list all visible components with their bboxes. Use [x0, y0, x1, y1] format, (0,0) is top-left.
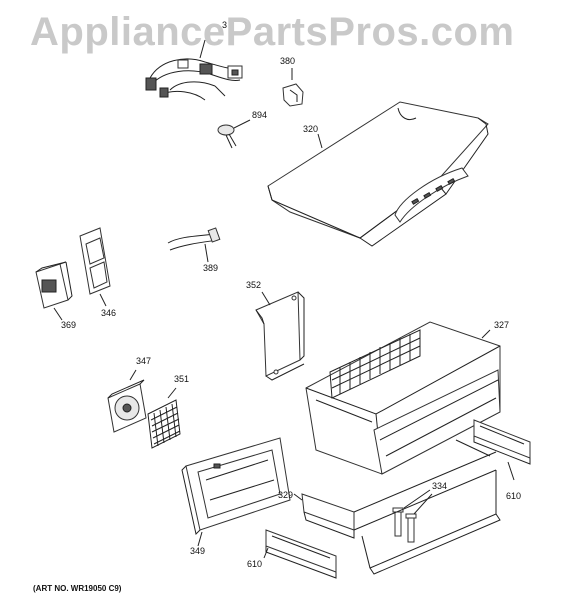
- part-349-frame: [181, 437, 291, 547]
- part-327-drawer: [305, 321, 501, 475]
- part-380-clip: [282, 68, 304, 107]
- callout-369: 369: [61, 320, 77, 330]
- part-347-fan: [107, 369, 147, 433]
- callout-351: 351: [174, 374, 190, 384]
- part-320-cover: [267, 101, 489, 247]
- part-389-tube: [167, 227, 221, 263]
- callout-352: 352: [246, 280, 262, 290]
- part-369-box: [35, 261, 73, 321]
- part-346-bracket: [79, 227, 111, 307]
- callout-894: 894: [252, 110, 268, 120]
- part-894-sensor: [217, 119, 251, 149]
- callout-346: 346: [101, 308, 117, 318]
- callout-320: 320: [303, 124, 319, 134]
- callout-610-right: 610: [506, 491, 522, 501]
- part-351-screen: [147, 387, 181, 449]
- callout-389: 389: [203, 263, 219, 273]
- part-610-bottom-slide: [263, 529, 337, 579]
- callout-347: 347: [136, 356, 152, 366]
- callout-349: 349: [190, 546, 206, 556]
- callout-334: 334: [432, 481, 448, 491]
- wire-harness-part: [145, 39, 243, 101]
- art-number: (ART NO. WR19050 C9): [33, 584, 122, 593]
- part-329-rail: [293, 493, 355, 539]
- drawer-grille: [329, 329, 421, 399]
- part-352-plate: [255, 291, 305, 381]
- callout-327: 327: [494, 320, 510, 330]
- callout-610-bottom: 610: [247, 559, 263, 569]
- watermark-text: AppliancePartsPros.com: [30, 10, 515, 54]
- part-610-right-slide: [473, 419, 531, 481]
- part-334-screws: [392, 489, 433, 543]
- callout-380: 380: [280, 56, 296, 66]
- callout-wire-harness: 3: [222, 20, 228, 30]
- callout-329: 329: [278, 490, 294, 500]
- drawer-support-frame: [353, 439, 501, 575]
